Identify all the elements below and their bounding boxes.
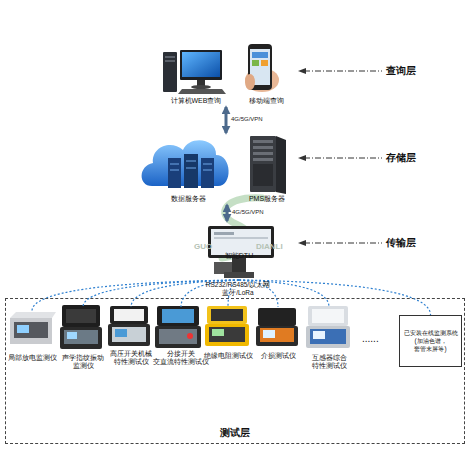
node-text: 已安装在线监测系统 bbox=[404, 329, 458, 337]
node-text: (加油色谱， 套管末屏等) bbox=[402, 337, 459, 353]
layer-pointer-head bbox=[298, 68, 306, 246]
node-text: 智能DTU bbox=[225, 252, 253, 261]
watermark-text: DIANLI bbox=[256, 242, 283, 252]
edge-label: 4G/5G/VPN bbox=[232, 209, 264, 216]
layer-pointer bbox=[304, 71, 382, 243]
pms-server-icon bbox=[250, 136, 286, 194]
protocol-label: RS232/RS485/以太网 蓝牙/LoRa bbox=[204, 281, 272, 298]
device-dielectric-loss bbox=[256, 308, 298, 346]
dtu-icon bbox=[208, 226, 274, 278]
layer-label: 查询层 bbox=[386, 64, 416, 77]
device-hv-switch bbox=[108, 306, 150, 346]
system-box: 已安装在线监测系统(加油色谱， 套管末屏等) bbox=[399, 315, 462, 367]
device-tap-changer bbox=[155, 306, 201, 348]
node-text: PMS服务器 bbox=[249, 195, 285, 204]
device-node: 高压开关机械 特性测试仪 bbox=[106, 307, 156, 367]
node-text: 互感器综合 特性测试仪 bbox=[303, 354, 355, 372]
node-text: 数据服务器 bbox=[171, 195, 206, 204]
network-arrow bbox=[225, 107, 228, 133]
edge-label: 4G/5G/VPN bbox=[231, 116, 263, 123]
layer-label: 存储层 bbox=[386, 151, 416, 164]
device-node: 声学指纹振动 监测仪 bbox=[57, 307, 109, 371]
device-node: 局部放电监测仪 bbox=[6, 311, 58, 363]
node-text: 局部放电监测仪 bbox=[8, 354, 57, 363]
device-node: 互感器综合 特性测试仪 bbox=[303, 307, 355, 371]
layer-label: 传输层 bbox=[386, 236, 416, 249]
ellipsis-label: ...... bbox=[362, 332, 379, 345]
node-text: 分接开关 交直流特性测试仪 bbox=[151, 350, 211, 368]
node-text: 计算机WEB查询 bbox=[171, 97, 222, 106]
computer-node: 计算机WEB查询 bbox=[160, 44, 232, 106]
layer-band: 测试层 局部放电监测仪声学指纹振动 监测仪高压开关机械 特性测试仪分接开关 交直流… bbox=[5, 298, 465, 444]
device-node: 分接开关 交直流特性测试仪 bbox=[151, 307, 211, 367]
node-text: 移动端查询 bbox=[249, 97, 284, 106]
phone-node: 移动端查询 bbox=[238, 40, 294, 106]
device-node: 介损测试仪 bbox=[252, 307, 304, 361]
node-text: 测试层 bbox=[220, 427, 250, 440]
server-node: 数据服务器 bbox=[143, 134, 233, 204]
device-partial-discharge bbox=[10, 312, 56, 344]
device-acoustic bbox=[60, 305, 102, 349]
server-node: PMS服务器 bbox=[240, 130, 294, 204]
device-transformer bbox=[306, 306, 350, 348]
computer-icon bbox=[163, 50, 226, 94]
node-text: 高压开关机械 特性测试仪 bbox=[106, 350, 156, 368]
node-text: 绝缘电阻测试仪 bbox=[204, 352, 253, 361]
phone-icon bbox=[245, 44, 279, 92]
cloud-server-icon bbox=[142, 140, 229, 188]
node-text: 声学指纹振动 监测仪 bbox=[57, 354, 109, 372]
watermark-text: GUO bbox=[194, 242, 212, 252]
node-text: 介损测试仪 bbox=[261, 352, 296, 361]
device-insulation bbox=[205, 306, 249, 346]
network-arrow bbox=[226, 205, 229, 221]
device-node: 绝缘电阻测试仪 bbox=[202, 307, 254, 361]
